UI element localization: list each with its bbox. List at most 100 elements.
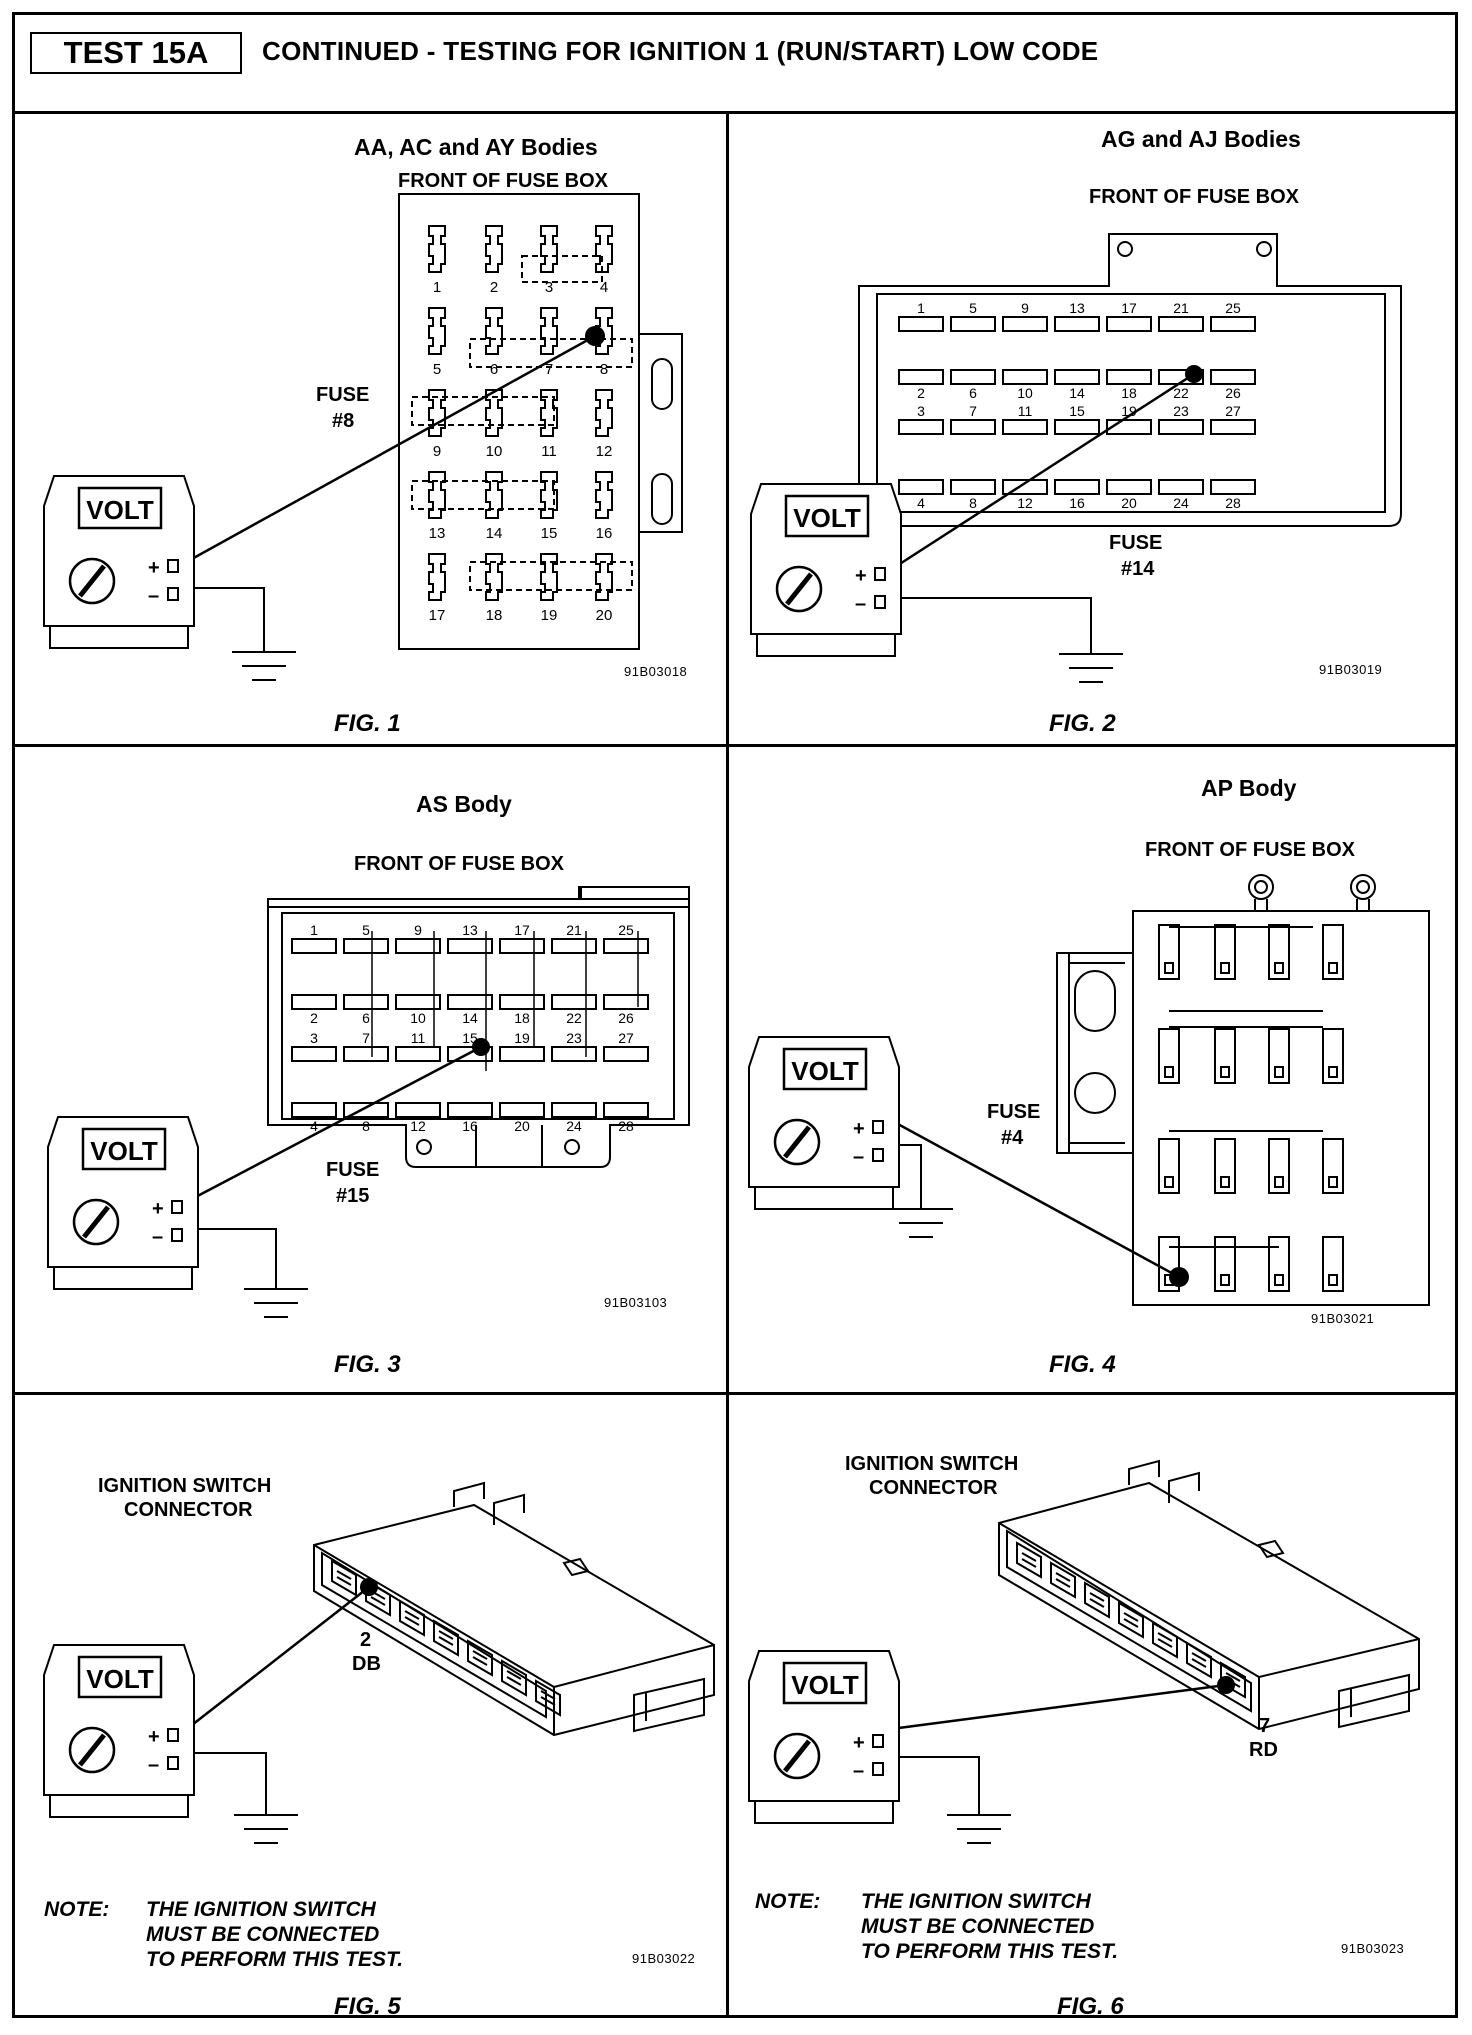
connector-cavity	[1118, 1601, 1144, 1639]
fuse	[1210, 419, 1256, 435]
fuse	[1158, 1138, 1180, 1194]
fuse-number: 9	[433, 443, 441, 460]
fuse	[447, 994, 493, 1010]
fuse	[291, 1046, 337, 1062]
fuse-number: 13	[1069, 300, 1085, 316]
fuse-number: 27	[618, 1030, 634, 1046]
ignition-switch-connector	[191, 1481, 715, 1844]
fuse-terminal	[1328, 1274, 1338, 1286]
panel-fig-6: VOLT+– IGNITION SWITCH CONNECTOR 7 RD NO…	[729, 1395, 1441, 2035]
positive-terminal-label: +	[855, 565, 867, 587]
fuse-number: 6	[362, 1010, 370, 1026]
positive-terminal-label: +	[148, 557, 160, 579]
fuse-number: 16	[596, 525, 613, 542]
fuse-number: 6	[490, 361, 498, 378]
fuse-number: 17	[514, 922, 530, 938]
fig-1-code: 91B03018	[624, 664, 688, 679]
connector-cavity	[1186, 1641, 1212, 1679]
row-divider-2	[12, 1392, 1458, 1395]
negative-jack	[872, 1762, 884, 1776]
negative-jack	[167, 587, 179, 601]
fig-5-connector-label-1: IGNITION SWITCH	[98, 1475, 272, 1497]
fuse	[595, 471, 613, 519]
connector-cavity	[399, 1599, 425, 1637]
fig-5-note-line-2: MUST BE CONNECTED	[146, 1923, 380, 1946]
fuse	[1002, 316, 1048, 332]
fuse	[1158, 924, 1180, 980]
fig-2-bodies: AG and AJ Bodies	[1101, 126, 1301, 152]
fuse	[485, 471, 503, 519]
positive-jack	[171, 1200, 183, 1214]
fuse-terminal	[1164, 1176, 1174, 1188]
fig-3-front-of-fuse-box: FRONT OF FUSE BOX	[354, 853, 564, 875]
fig-4-drawing: VOLT+–	[748, 874, 1430, 1306]
negative-terminal-label: –	[855, 593, 866, 615]
fuse-number: 12	[1017, 495, 1033, 511]
fig-3-fuse-label: FUSE	[326, 1159, 380, 1181]
fig-1-caption: FIG. 1	[334, 710, 401, 737]
ground-symbol	[947, 1814, 1011, 1844]
ground-symbol	[1059, 653, 1123, 683]
fuse	[1322, 924, 1344, 980]
fuse	[428, 307, 446, 355]
fig-2-front-of-fuse-box: FRONT OF FUSE BOX	[1089, 186, 1299, 208]
fuse	[603, 1046, 649, 1062]
fuse-number: 25	[618, 922, 634, 938]
fuse	[395, 1046, 441, 1062]
ground-symbol	[234, 1814, 298, 1844]
fig-4-fuse-number: #4	[1001, 1127, 1024, 1149]
fig-5-connector-label-2: CONNECTOR	[124, 1499, 253, 1521]
fig-6-connector-label-2: CONNECTOR	[869, 1477, 998, 1499]
voltmeter: VOLT+–	[43, 475, 195, 649]
fuse-number: 15	[541, 525, 558, 542]
fuse-terminal	[1274, 1274, 1284, 1286]
fuse	[551, 1046, 597, 1062]
fuse-terminal	[1220, 1066, 1230, 1078]
fig-6-wire-color: RD	[1249, 1739, 1278, 1761]
fuse	[551, 938, 597, 954]
fig-5-note-line-1: THE IGNITION SWITCH	[146, 1898, 376, 1921]
fuse	[499, 994, 545, 1010]
fuse-number: 9	[1021, 300, 1029, 316]
fuse	[1158, 479, 1204, 495]
fuse-number: 2	[917, 385, 925, 401]
fuse	[1322, 1028, 1344, 1084]
fuse-number: 27	[1225, 403, 1241, 419]
outer-frame	[12, 12, 1458, 2018]
fig-6-pin-number: 7	[1259, 1715, 1271, 1737]
fuse-number: 13	[429, 525, 446, 542]
fuse-number: 14	[1069, 385, 1085, 401]
fuse	[1268, 1138, 1290, 1194]
fuse-number: 18	[514, 1010, 530, 1026]
positive-probe-lead	[187, 1045, 482, 1203]
fuse	[1210, 479, 1256, 495]
fuse	[1106, 419, 1152, 435]
fig-6-caption: FIG. 6	[1057, 1993, 1124, 2020]
fuse	[950, 419, 996, 435]
fig-5-note-label: NOTE:	[44, 1898, 110, 1921]
voltmeter: VOLT+–	[748, 1650, 900, 1824]
fig-2-caption: FIG. 2	[1049, 710, 1116, 737]
fuse	[428, 225, 446, 273]
voltmeter: VOLT+–	[47, 1116, 199, 1290]
fuse-box-outline	[267, 886, 690, 1168]
fuse	[1210, 369, 1256, 385]
fuse	[499, 1102, 545, 1118]
connector-cavity	[1016, 1541, 1042, 1579]
fuse-number: 12	[410, 1118, 426, 1134]
negative-jack	[872, 1148, 884, 1162]
fuse-number: 23	[566, 1030, 582, 1046]
fig-2-fuse-label: FUSE	[1109, 532, 1163, 554]
fuse	[898, 479, 944, 495]
fuse-number: 16	[462, 1118, 478, 1134]
fuse-number: 5	[969, 300, 977, 316]
fuse-terminal	[1164, 1066, 1174, 1078]
fig-3-caption: FIG. 3	[334, 1351, 401, 1378]
fuse-number: 19	[1121, 403, 1137, 419]
fuse	[291, 938, 337, 954]
fig-1-front-of-fuse-box: FRONT OF FUSE BOX	[398, 170, 608, 192]
fuse-number: 5	[433, 361, 441, 378]
fuse	[1158, 316, 1204, 332]
